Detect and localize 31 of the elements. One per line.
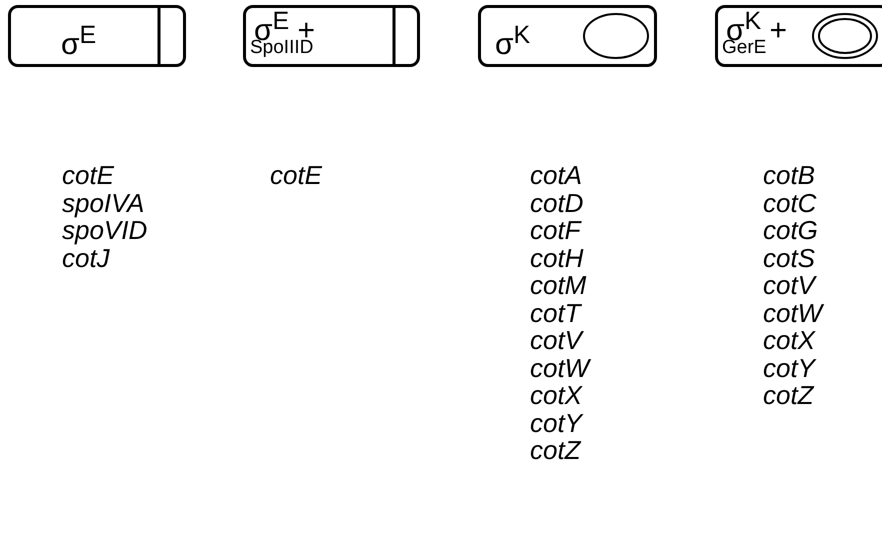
rounded-box bbox=[715, 5, 882, 67]
rounded-box bbox=[478, 5, 657, 67]
gene-name: cotY bbox=[530, 410, 582, 436]
gene-name: spoIVA bbox=[62, 190, 144, 216]
rounded-box bbox=[8, 5, 186, 67]
gene-name: cotZ bbox=[763, 382, 814, 408]
gene-name: spoVID bbox=[62, 217, 148, 243]
gene-name: cotE bbox=[62, 162, 114, 188]
gene-name: cotY bbox=[763, 354, 816, 380]
gene-name: cotA bbox=[530, 162, 582, 188]
gene-name: cotH bbox=[530, 244, 584, 270]
gene-name: cotF bbox=[530, 217, 581, 243]
gene-name: cotC bbox=[763, 190, 816, 216]
gene-name: cotS bbox=[763, 244, 816, 270]
gene-name: cotZ bbox=[530, 437, 581, 463]
gene-name: cotB bbox=[763, 162, 816, 188]
gene-name: cotM bbox=[530, 272, 586, 298]
gene-name: cotW bbox=[530, 354, 590, 380]
gene-name: cotX bbox=[530, 382, 582, 408]
gene-name: cotJ bbox=[62, 244, 110, 270]
sigma-factor-label: σ$^{K}$ bbox=[495, 20, 530, 60]
rounded-box bbox=[243, 5, 420, 67]
gene-name: cotD bbox=[530, 190, 584, 216]
sigma-factor-label: σ$^{E}$ bbox=[61, 20, 96, 60]
gene-name: cotG bbox=[763, 217, 818, 243]
gene-name: cotV bbox=[763, 272, 816, 298]
gene-name: cotX bbox=[763, 327, 816, 353]
gene-name: cotW bbox=[763, 300, 822, 326]
gene-name: cotV bbox=[530, 327, 582, 353]
gene-name: cotT bbox=[530, 300, 581, 326]
gene-name: cotE bbox=[270, 162, 322, 188]
